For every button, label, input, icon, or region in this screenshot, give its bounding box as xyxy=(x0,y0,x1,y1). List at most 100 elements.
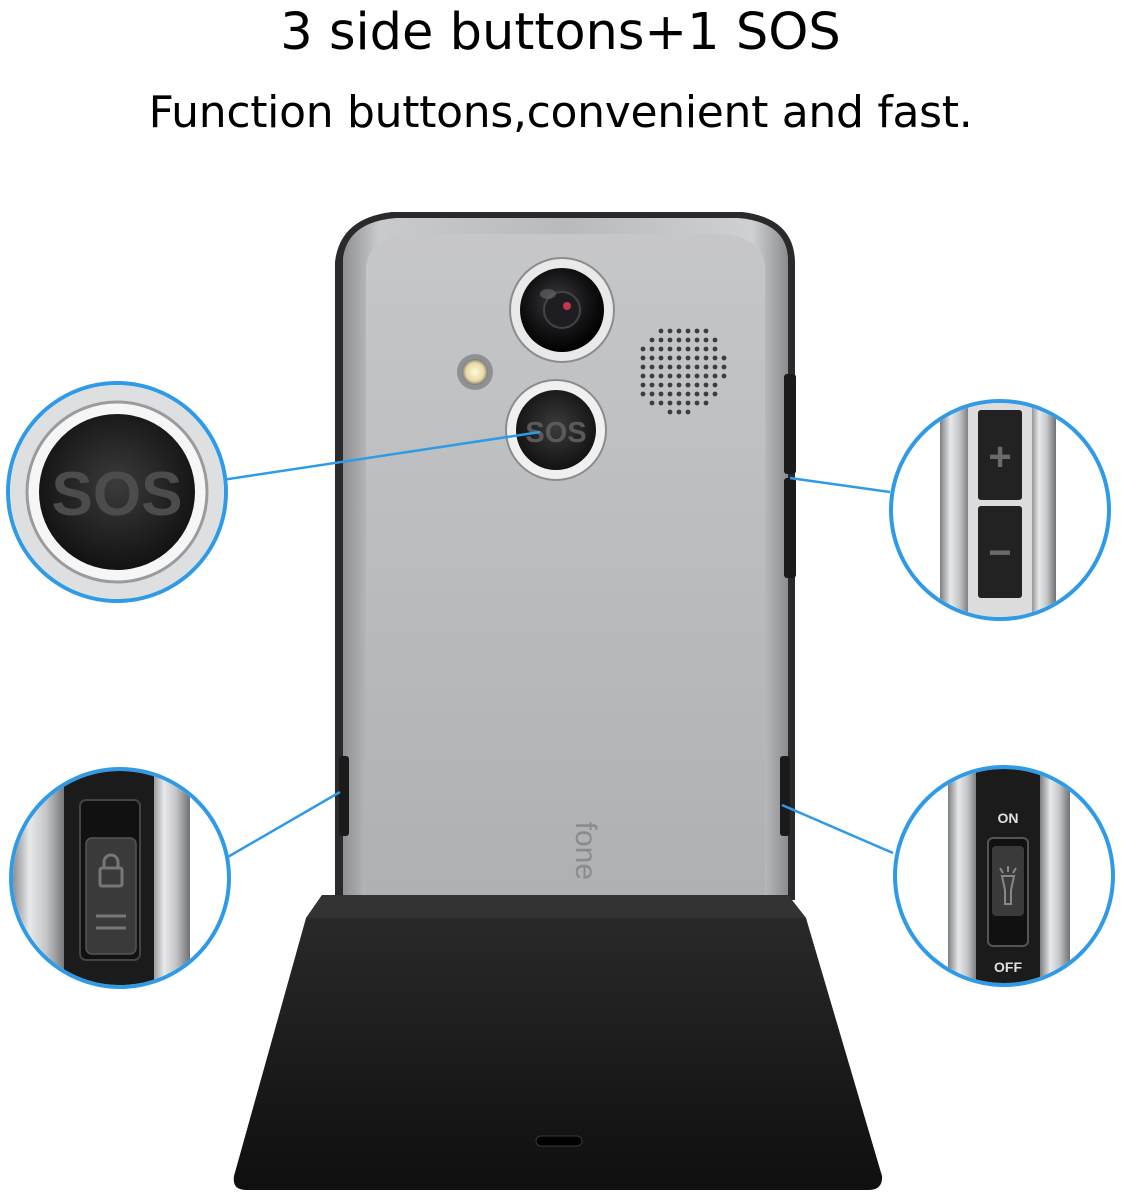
flashlight-slider xyxy=(992,846,1024,916)
speaker-hole xyxy=(676,409,682,415)
speaker-hole xyxy=(712,337,718,343)
speaker-hole xyxy=(703,337,709,343)
speaker-hole xyxy=(703,364,709,370)
brand-logo-text: fone xyxy=(569,822,602,880)
speaker-hole xyxy=(667,382,673,388)
speaker-hole xyxy=(640,364,646,370)
flashlight-on-label: ON xyxy=(998,810,1019,826)
speaker-hole xyxy=(685,400,691,406)
speaker-hole xyxy=(667,409,673,415)
speaker-hole xyxy=(712,382,718,388)
speaker-hole xyxy=(712,355,718,361)
speaker-hole xyxy=(712,346,718,352)
speaker-hole xyxy=(658,346,664,352)
speaker-hole xyxy=(649,391,655,397)
speaker-hole xyxy=(658,373,664,379)
speaker-hole xyxy=(658,355,664,361)
volume-up-side-button xyxy=(784,374,796,474)
speaker-hole xyxy=(703,373,709,379)
speaker-hole xyxy=(640,346,646,352)
speaker-hole xyxy=(703,346,709,352)
speaker-grille xyxy=(640,328,727,415)
plus-icon: + xyxy=(988,435,1011,479)
speaker-hole xyxy=(676,382,682,388)
flashlight-icon xyxy=(999,866,1017,905)
flashlight-switch-callout: ON OFF xyxy=(893,765,1115,987)
speaker-hole xyxy=(685,382,691,388)
speaker-hole xyxy=(649,373,655,379)
speaker-hole xyxy=(694,382,700,388)
speaker-hole xyxy=(685,355,691,361)
speaker-hole xyxy=(667,355,673,361)
volume-down-side-button xyxy=(784,478,796,578)
speaker-hole xyxy=(703,382,709,388)
callout-lines xyxy=(221,430,894,860)
speaker-hole xyxy=(694,373,700,379)
flashlight-side-switch xyxy=(780,756,790,836)
sos-callout-label: SOS xyxy=(52,460,183,529)
camera-lens-icon xyxy=(509,257,615,363)
speaker-hole xyxy=(694,346,700,352)
speaker-hole xyxy=(649,382,655,388)
speaker-hole xyxy=(703,355,709,361)
flashlight-off-label: OFF xyxy=(994,959,1022,975)
speaker-hole xyxy=(685,328,691,334)
padlock-icon xyxy=(98,853,124,888)
speaker-hole xyxy=(712,391,718,397)
speaker-hole xyxy=(640,382,646,388)
speaker-hole xyxy=(694,328,700,334)
speaker-hole xyxy=(649,355,655,361)
speaker-hole xyxy=(694,364,700,370)
speaker-hole xyxy=(658,364,664,370)
speaker-hole xyxy=(703,391,709,397)
speaker-hole xyxy=(676,346,682,352)
lock-switch-callout xyxy=(9,767,231,989)
lock-side-button xyxy=(339,756,349,836)
speaker-hole xyxy=(649,337,655,343)
speaker-hole xyxy=(649,364,655,370)
speaker-hole xyxy=(685,409,691,415)
subheadline: Function buttons,convenient and fast. xyxy=(148,87,973,138)
speaker-hole xyxy=(685,391,691,397)
speaker-hole xyxy=(667,400,673,406)
speaker-hole xyxy=(640,355,646,361)
speaker-hole xyxy=(685,373,691,379)
headline: 3 side buttons+1 SOS xyxy=(280,3,841,62)
speaker-hole xyxy=(667,373,673,379)
speaker-hole xyxy=(676,400,682,406)
speaker-hole xyxy=(685,364,691,370)
speaker-hole xyxy=(658,400,664,406)
charging-dock xyxy=(233,895,883,1190)
speaker-hole xyxy=(658,328,664,334)
speaker-hole xyxy=(667,337,673,343)
charging-port xyxy=(535,1135,583,1147)
sos-button: SOS xyxy=(505,379,607,481)
speaker-hole xyxy=(676,337,682,343)
speaker-hole xyxy=(694,355,700,361)
speaker-hole xyxy=(694,400,700,406)
speaker-hole xyxy=(676,355,682,361)
flash-led-icon xyxy=(457,354,493,390)
speaker-hole xyxy=(667,391,673,397)
speaker-hole xyxy=(649,400,655,406)
speaker-hole xyxy=(685,346,691,352)
grip-lines-icon xyxy=(96,914,126,930)
minus-icon: − xyxy=(988,531,1011,575)
speaker-hole xyxy=(721,364,727,370)
speaker-hole xyxy=(685,337,691,343)
speaker-hole xyxy=(721,355,727,361)
speaker-hole xyxy=(694,391,700,397)
speaker-hole xyxy=(667,364,673,370)
speaker-hole xyxy=(712,373,718,379)
speaker-hole xyxy=(703,400,709,406)
speaker-hole xyxy=(640,391,646,397)
volume-down-button xyxy=(978,506,1022,598)
speaker-hole xyxy=(676,328,682,334)
speaker-hole xyxy=(721,373,727,379)
volume-up-button xyxy=(978,410,1022,500)
sos-callout: SOS xyxy=(6,381,228,603)
speaker-hole xyxy=(676,373,682,379)
speaker-hole xyxy=(658,391,664,397)
speaker-hole xyxy=(658,337,664,343)
